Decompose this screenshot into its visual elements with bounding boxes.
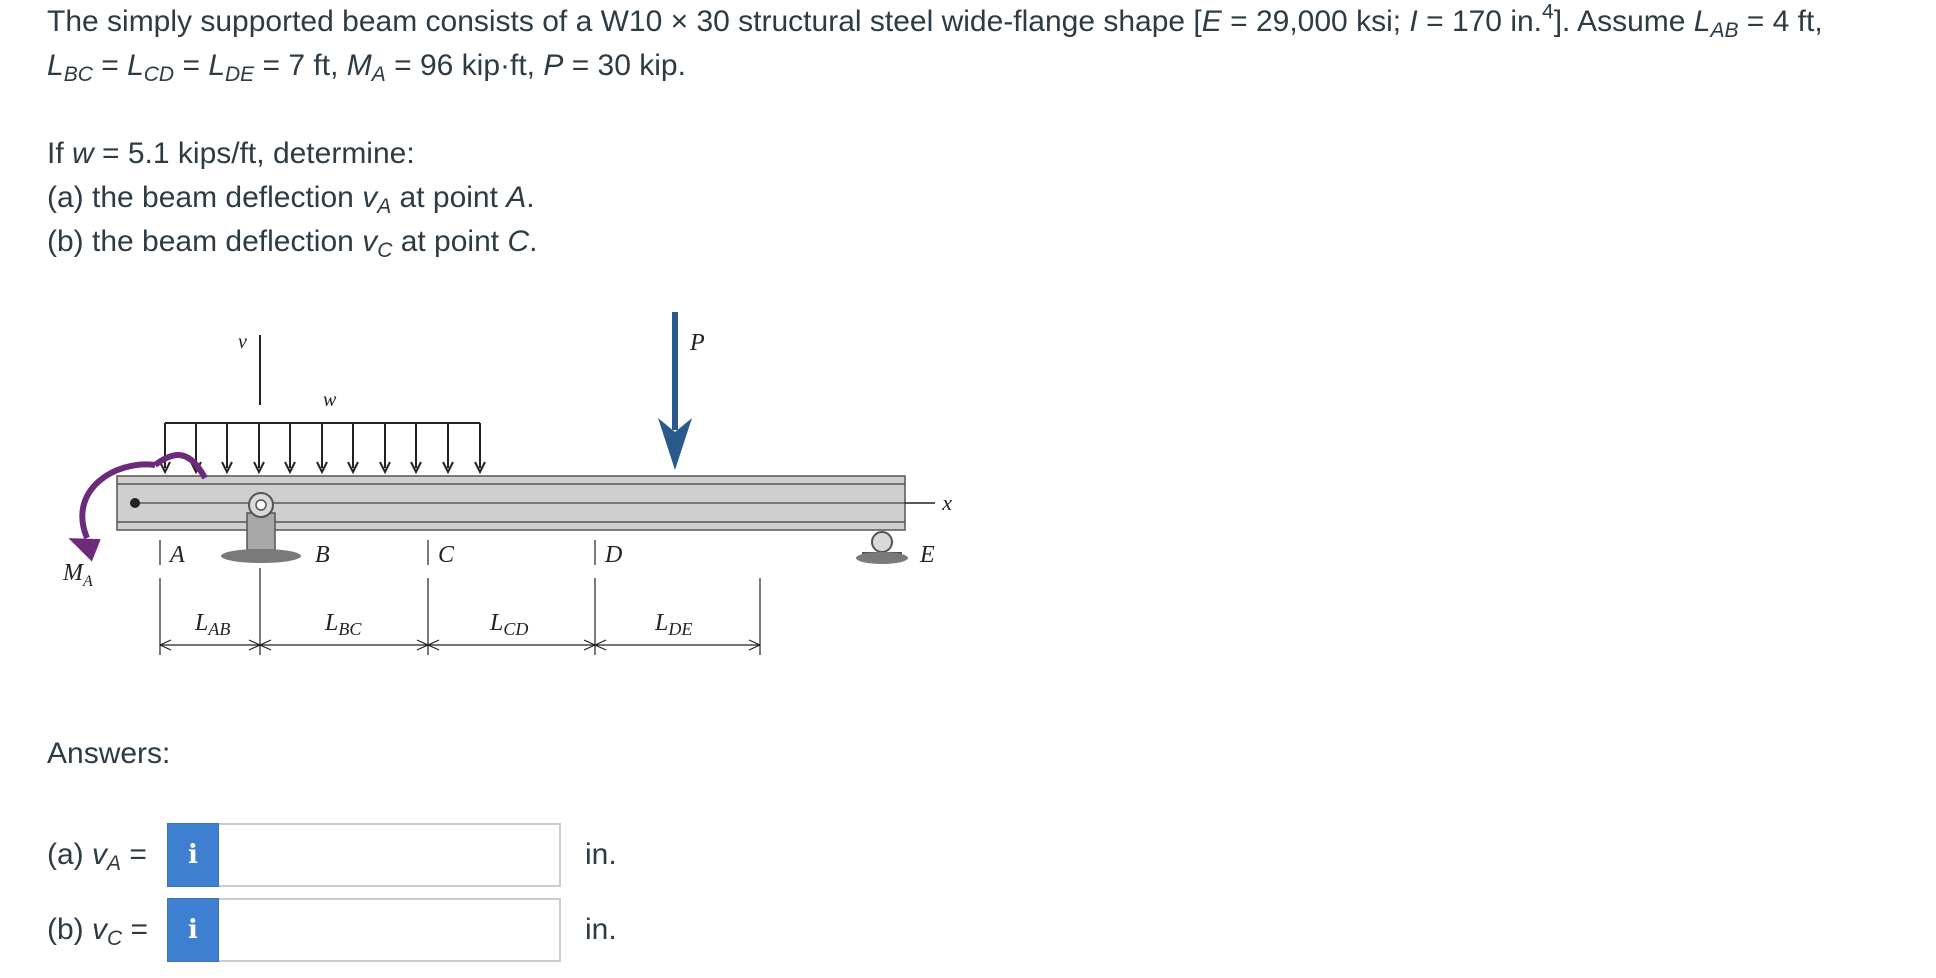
info-icon-button-a[interactable]: i [167, 823, 219, 887]
v-axis-label: v [238, 331, 247, 353]
answer-b-label: (b) vC = [47, 913, 149, 950]
beam-diagram: v w P [62, 312, 952, 655]
label-E: E [919, 542, 935, 568]
x-axis-label: x [941, 490, 952, 515]
answer-b-unit: in. [585, 913, 617, 946]
label-LAB: LAB [194, 610, 230, 639]
MA-label: MA [62, 560, 93, 590]
answer-row-b: (b) vC = i in. [47, 898, 617, 962]
answer-a-unit: in. [585, 838, 617, 871]
distributed-load [159, 422, 486, 475]
problem-line-1: The simply supported beam consists of a … [47, 0, 1823, 42]
beam-figure: v w P [55, 300, 955, 700]
label-C: C [438, 542, 455, 568]
dimension-lines [159, 568, 761, 655]
answer-b-input[interactable] [219, 898, 561, 962]
problem-part-a: (a) the beam deflection vA at point A. [47, 181, 535, 218]
answer-a-label: (a) vA = [47, 838, 147, 875]
answers-heading: Answers: [47, 737, 171, 770]
label-LDE: LDE [654, 610, 692, 639]
label-A: A [168, 542, 185, 568]
point-load-P-arrow [658, 312, 692, 470]
label-B: B [315, 542, 330, 568]
answer-a-input[interactable] [219, 823, 561, 887]
info-icon-button-b[interactable]: i [167, 898, 219, 962]
P-label: P [689, 330, 705, 356]
problem-line-2: LBC = LCD = LDE = 7 ft, MA = 96 kip·ft, … [47, 49, 686, 86]
problem-part-b: (b) the beam deflection vC at point C. [47, 225, 538, 262]
beam [116, 475, 906, 531]
w-label: w [323, 389, 337, 411]
roller-support-E [856, 531, 908, 564]
label-LBC: LBC [324, 610, 362, 639]
problem-given-w: If w = 5.1 kips/ft, determine: [47, 137, 415, 170]
label-LCD: LCD [489, 610, 528, 639]
answer-row-a: (a) vA = i in. [47, 823, 617, 887]
problem-statement: The simply supported beam consists of a … [47, 0, 1917, 264]
label-D: D [604, 542, 622, 568]
moment-MA-arrow [68, 452, 208, 562]
pin-support-B [221, 492, 301, 563]
